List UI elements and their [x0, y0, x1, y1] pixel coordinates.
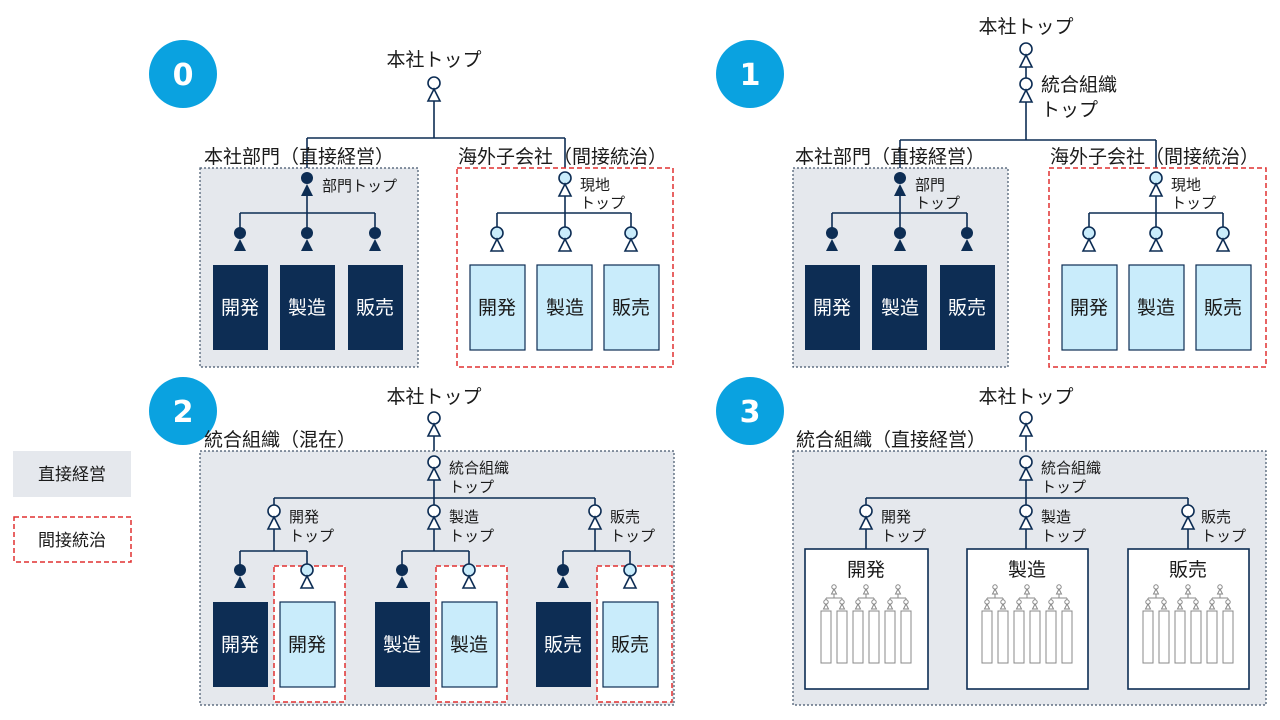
dev-top-label-2: トップ — [289, 527, 334, 545]
integrated-top-label-2: トップ — [449, 478, 494, 496]
sales-direct-label: 販売 — [544, 634, 582, 656]
dept-top-label-2: トップ — [915, 194, 960, 212]
mfg-box-label: 製造 — [881, 297, 919, 319]
sub-dev-label: 開発 — [478, 297, 516, 319]
integrated-top-label-1: 統合組織 — [1041, 459, 1101, 477]
dev-box-label: 開発 — [813, 297, 851, 319]
hq-top-person-icon — [1019, 42, 1033, 68]
mfg-box-label: 製造 — [288, 297, 326, 319]
sub-sales-label: 販売 — [612, 297, 650, 319]
dev-indirect-label: 開発 — [288, 634, 326, 656]
legend-direct-swatch — [13, 451, 131, 497]
panel-0: 0 本社トップ 本社部門（直接経営） 海外子会社（間接統治） 部門トップ 開発 — [149, 40, 674, 368]
integrated-mixed-label: 統合組織（混在） — [204, 429, 356, 451]
hq-division-label: 本社部門（直接経営） — [795, 146, 985, 168]
legend-indirect-label: 間接統治 — [38, 531, 106, 551]
local-top-label-2: トップ — [1171, 194, 1216, 212]
overseas-subsidiary-label: 海外子会社（間接統治） — [458, 146, 667, 168]
mfg-unit-label: 製造 — [1008, 559, 1046, 581]
sales-top-label-2: トップ — [610, 527, 655, 545]
dev-unit-label: 開発 — [847, 559, 885, 581]
integrated-top-label-1: 統合組織 — [449, 459, 509, 477]
sales-box — [348, 265, 403, 350]
dev-top-label-2: トップ — [881, 527, 926, 545]
local-top-label-2: トップ — [580, 194, 625, 212]
dept-top-label: 部門トップ — [322, 177, 397, 195]
sales-box-label: 販売 — [356, 297, 394, 319]
sub-mfg-label: 製造 — [546, 297, 584, 319]
mfg-direct-label: 製造 — [383, 634, 421, 656]
mfg-top-label-1: 製造 — [1041, 508, 1071, 526]
panel-1: 1 本社トップ 統合組織 トップ 本社部門（直接経営） 海外子会社（間接統治） … — [716, 16, 1267, 368]
mfg-box — [280, 265, 335, 350]
sub-mfg-label: 製造 — [1137, 297, 1175, 319]
sales-top-label-1: 販売 — [1201, 508, 1231, 526]
badge-3 — [716, 377, 784, 445]
sales-indirect-label: 販売 — [611, 634, 649, 656]
mfg-top-label-2: トップ — [449, 527, 494, 545]
legend-indirect-swatch — [13, 516, 132, 563]
dev-top-label-1: 開発 — [881, 508, 911, 526]
mfg-top-label-2: トップ — [1041, 527, 1086, 545]
badge-0 — [149, 40, 217, 108]
hq-top-person-icon — [427, 76, 441, 102]
integrated-top-label-2: トップ — [1041, 478, 1086, 496]
hq-top-label: 本社トップ — [386, 49, 481, 71]
badge-1-label: 1 — [740, 58, 761, 93]
sales-top-label-2: トップ — [1201, 527, 1246, 545]
local-top-label-1: 現地 — [580, 176, 610, 194]
integrated-top-label-2: トップ — [1041, 99, 1098, 121]
mfg-top-label-1: 製造 — [449, 508, 479, 526]
dev-top-label-1: 開発 — [289, 508, 319, 526]
sales-unit-label: 販売 — [1169, 559, 1207, 581]
sub-sales-label: 販売 — [1204, 297, 1242, 319]
dept-top-label-1: 部門 — [915, 176, 945, 194]
hq-top-label: 本社トップ — [978, 386, 1073, 408]
sales-box-label: 販売 — [948, 297, 986, 319]
panel-3: 3 本社トップ 統合組織（直接経営） 統合組織 トップ 開発 トップ 開発 製造… — [716, 377, 1267, 706]
legend-direct-label: 直接経営 — [38, 465, 106, 485]
badge-3-label: 3 — [740, 395, 761, 430]
overseas-subsidiary-label: 海外子会社（間接統治） — [1050, 146, 1259, 168]
dev-box — [213, 265, 268, 350]
badge-2-label: 2 — [173, 395, 194, 430]
panel-2: 2 本社トップ 統合組織（混在） 統合組織 トップ 開発 トップ — [149, 377, 675, 706]
dev-box-label: 開発 — [221, 297, 259, 319]
dev-direct-label: 開発 — [221, 634, 259, 656]
sales-top-label-1: 販売 — [610, 508, 640, 526]
local-top-label-1: 現地 — [1171, 176, 1201, 194]
badge-1 — [716, 40, 784, 108]
sub-dev-label: 開発 — [1070, 297, 1108, 319]
mfg-indirect-label: 製造 — [450, 634, 488, 656]
badge-0-label: 0 — [173, 58, 194, 93]
legend: 直接経営 間接統治 — [13, 451, 132, 563]
integrated-top-person-icon — [1019, 77, 1033, 103]
badge-2 — [149, 377, 217, 445]
hq-top-label: 本社トップ — [978, 16, 1073, 38]
integrated-direct-label: 統合組織（直接経営） — [796, 429, 986, 451]
hq-top-label: 本社トップ — [386, 386, 481, 408]
hq-division-label: 本社部門（直接経営） — [204, 146, 394, 168]
integrated-top-label-1: 統合組織 — [1041, 74, 1117, 96]
